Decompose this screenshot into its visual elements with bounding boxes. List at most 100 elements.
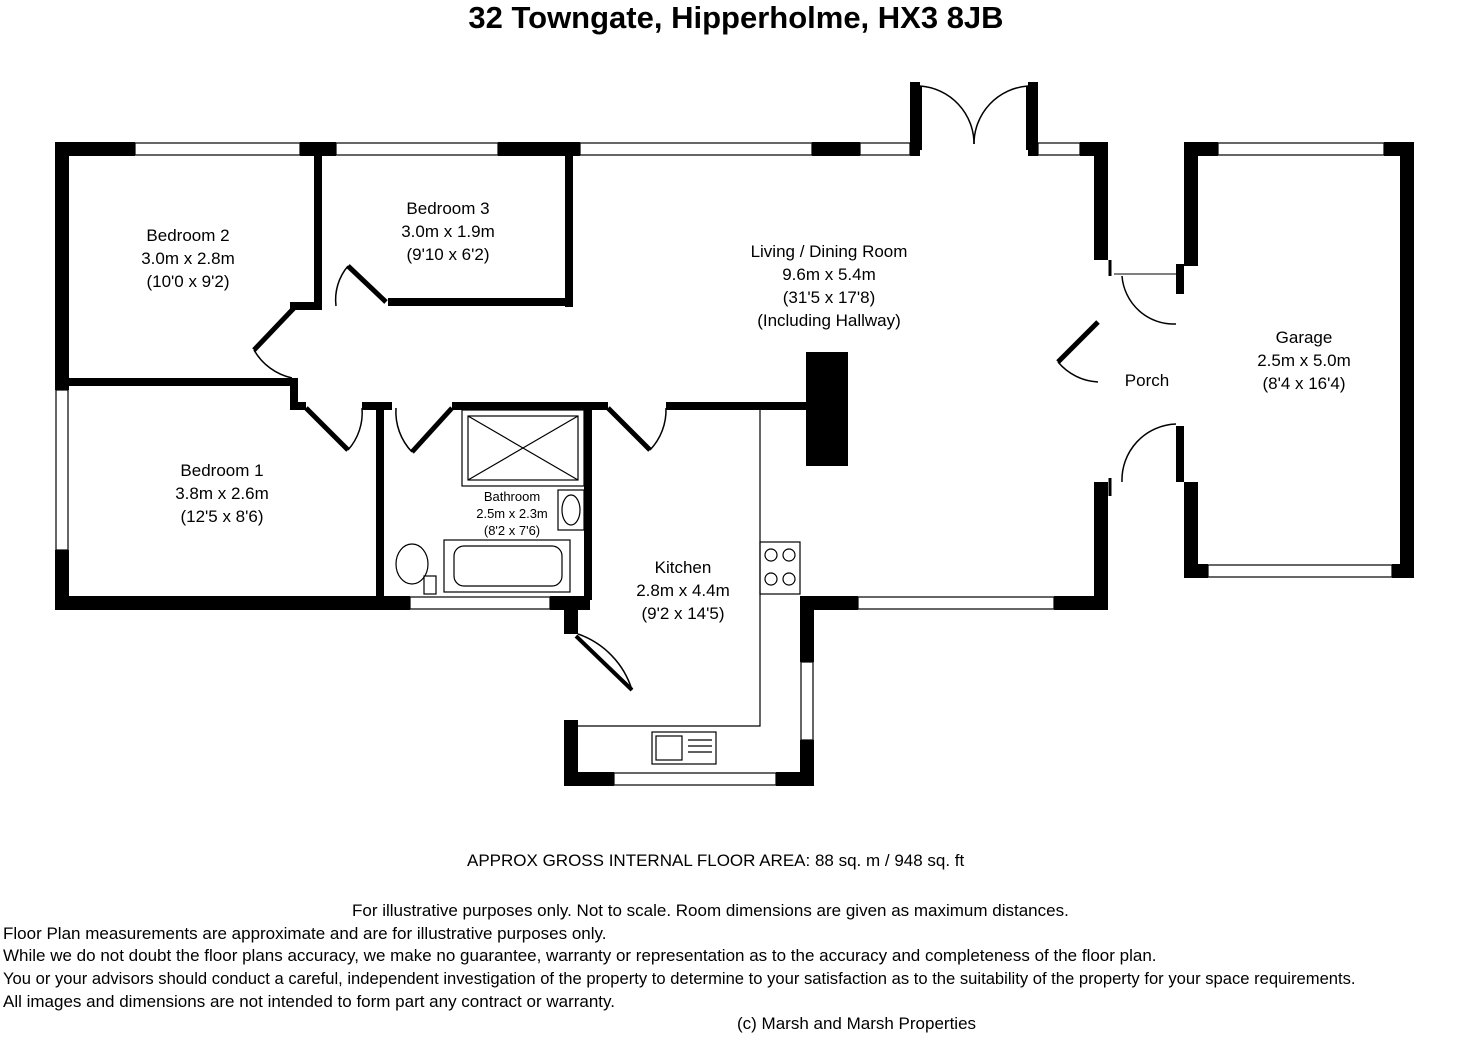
room-name-kitchen: Kitchen [655, 558, 712, 577]
room-name-bathroom: Bathroom [484, 489, 540, 504]
window [800, 661, 814, 741]
wall-segment [55, 142, 135, 156]
window [859, 142, 911, 156]
door-porch [1056, 320, 1100, 383]
wall-segment [910, 82, 920, 156]
room-note-living: (Including Hallway) [757, 311, 901, 330]
doors [252, 85, 1178, 692]
sink-bowl [655, 735, 683, 761]
room-imperial-bedroom-2: (10'0 x 9'2) [146, 272, 229, 291]
bath-inner [453, 545, 563, 587]
room-imperial-bedroom-1: (12'5 x 8'6) [180, 507, 263, 526]
room-name-bedroom-1: Bedroom 1 [180, 461, 263, 480]
walls [55, 82, 1414, 786]
window [1217, 142, 1385, 156]
basin-bowl [561, 494, 581, 526]
room-dims-bathroom: 2.5m x 2.3m [476, 506, 548, 521]
hob-ring [782, 548, 796, 562]
disclaimer-line-3: While we do not doubt the floor plans ac… [3, 946, 1157, 965]
wall-segment [800, 596, 814, 662]
window [613, 772, 777, 786]
wall-segment [1028, 82, 1038, 156]
wall-segment [1094, 142, 1108, 260]
wall-segment [55, 596, 410, 610]
wall-segment [564, 720, 578, 786]
room-imperial-garage: (8'4 x 16'4) [1262, 374, 1345, 393]
wall-segment [584, 402, 592, 600]
hob-ring [764, 548, 778, 562]
floor-area: APPROX GROSS INTERNAL FLOOR AREA: 88 sq.… [467, 851, 965, 870]
worktop [578, 410, 761, 727]
wall-segment [290, 302, 320, 310]
wall-segment [564, 772, 614, 786]
french-doors [918, 85, 1030, 150]
wall-segment [812, 142, 860, 156]
toilet-cistern [423, 575, 437, 595]
room-name-porch: Porch [1125, 371, 1169, 390]
bathroom-fittings [395, 409, 585, 595]
wall-segment [1400, 142, 1414, 578]
wall-segment [55, 550, 69, 610]
wall-segment [388, 298, 573, 306]
door-porch-front [1108, 423, 1177, 496]
kitchen-fittings [578, 410, 801, 765]
door-bedroom-2 [252, 306, 296, 379]
room-name-garage: Garage [1276, 328, 1333, 347]
room-imperial-bathroom: (8'2 x 7'6) [484, 523, 540, 538]
room-imperial-bedroom-3: (9'10 x 6'2) [406, 245, 489, 264]
disclaimer-line-4: You or your advisors should conduct a ca… [3, 969, 1356, 988]
room-dims-kitchen: 2.8m x 4.4m [636, 581, 730, 600]
room-imperial-living: (31'5 x 17'8) [783, 288, 876, 307]
wall-segment [565, 142, 573, 307]
door-porch-side-top [1108, 260, 1178, 325]
wall-segment [55, 142, 69, 390]
window [55, 389, 69, 551]
hob-ring [764, 572, 778, 586]
room-name-living: Living / Dining Room [751, 242, 908, 261]
wall-segment [1184, 564, 1208, 578]
window [1037, 142, 1081, 156]
windows [55, 142, 1393, 786]
garage-door [1207, 564, 1393, 578]
room-dims-bedroom-1: 3.8m x 2.6m [175, 484, 269, 503]
room-name-bedroom-3: Bedroom 3 [406, 199, 489, 218]
basin [557, 489, 585, 531]
wall-segment [498, 142, 580, 156]
window [409, 596, 551, 610]
bath [443, 539, 571, 593]
room-dims-bedroom-3: 3.0m x 1.9m [401, 222, 495, 241]
door-kitchen [606, 406, 667, 452]
wall-segment [290, 402, 306, 410]
window [134, 142, 301, 156]
wall-segment [1392, 564, 1414, 578]
disclaimer-line-2: Floor Plan measurements are approximate … [3, 924, 607, 943]
disclaimer-line-5: All images and dimensions are not intend… [3, 992, 615, 1011]
hob [759, 541, 801, 595]
shower-tray [461, 409, 585, 487]
wall-segment [376, 402, 384, 602]
sink-icon [651, 731, 717, 765]
wall-segment [1094, 482, 1108, 610]
hob-ring [782, 572, 796, 586]
disclaimer-line-1: For illustrative purposes only. Not to s… [352, 901, 1069, 920]
wall-segment [290, 378, 298, 410]
wall-segment [1184, 142, 1198, 266]
wall-segment [1184, 482, 1198, 578]
wall-segment [666, 402, 808, 410]
door-bedroom-3 [334, 264, 388, 307]
room-imperial-kitchen: (9'2 x 14'5) [641, 604, 724, 623]
wall-segment [800, 740, 814, 786]
window [335, 142, 499, 156]
window [579, 142, 813, 156]
room-dims-living: 9.6m x 5.4m [782, 265, 876, 284]
wall-segment [564, 596, 578, 634]
room-dims-garage: 2.5m x 5.0m [1257, 351, 1351, 370]
toilet-bowl [395, 543, 429, 585]
wall-segment [1176, 426, 1184, 482]
door-bathroom [395, 406, 454, 454]
shower-inner [467, 415, 579, 481]
room-dims-bedroom-2: 3.0m x 2.8m [141, 249, 235, 268]
wall-segment [62, 378, 294, 386]
wall-segment [314, 142, 322, 310]
